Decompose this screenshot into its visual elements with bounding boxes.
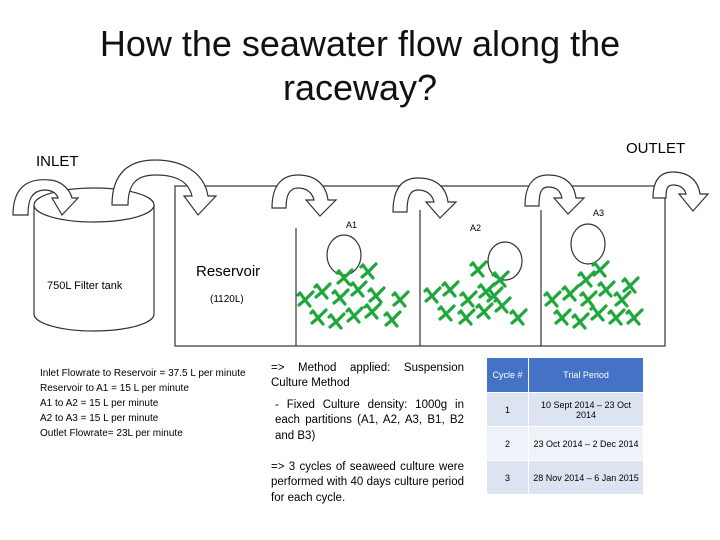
seaweed-icon bbox=[309, 308, 328, 326]
seaweed-icon bbox=[469, 260, 488, 278]
seaweed-icon bbox=[577, 270, 596, 288]
inlet-arrow-icon bbox=[12, 179, 80, 216]
seaweed-icon bbox=[571, 312, 590, 330]
a2-to-a3-arrow-icon bbox=[524, 174, 586, 215]
seaweed-icon bbox=[359, 262, 378, 280]
outlet-label: OUTLET bbox=[626, 140, 686, 157]
flowrate-item: A1 to A2 = 15 L per minute bbox=[40, 398, 159, 409]
seaweed-icon bbox=[335, 268, 354, 286]
method-line: => Method applied: Suspension Culture Me… bbox=[271, 362, 464, 390]
table-cell: 28 Nov 2014 – 6 Jan 2015 bbox=[528, 460, 644, 495]
table-row: 2 23 Oct 2014 – 2 Dec 2014 bbox=[486, 426, 644, 461]
column-header: Cycle # bbox=[486, 357, 529, 393]
net-a1 bbox=[326, 234, 362, 276]
table-cell: 3 bbox=[486, 460, 529, 495]
net-a3 bbox=[570, 223, 606, 265]
filter-tank bbox=[33, 187, 155, 332]
seaweed-icon bbox=[313, 282, 332, 300]
seaweed-icon bbox=[485, 286, 504, 304]
seaweed-icon bbox=[441, 280, 460, 298]
column-header: Trial Period bbox=[528, 357, 644, 393]
inlet-label: INLET bbox=[36, 153, 79, 170]
net-a2 bbox=[487, 241, 523, 281]
a1-to-a2-arrow-icon bbox=[392, 177, 458, 219]
seaweed-icon bbox=[457, 308, 476, 326]
seaweed-icon bbox=[579, 290, 598, 308]
page-title: How the seawater flow along the raceway? bbox=[99, 23, 621, 108]
culture-nets bbox=[326, 223, 606, 281]
flowrate-list: Inlet Flowrate to Reservoir = 37.5 L per… bbox=[40, 366, 246, 441]
seaweed-icon bbox=[391, 290, 410, 308]
seaweed-icon bbox=[475, 302, 494, 320]
seaweed-icon bbox=[553, 308, 572, 326]
seaweed-icon bbox=[509, 308, 528, 326]
seaweed-group bbox=[296, 260, 644, 330]
reservoir-capacity: (1120L) bbox=[210, 294, 244, 305]
table-row: 1 10 Sept 2014 – 23 Oct 2014 bbox=[486, 392, 644, 427]
table-cell: 1 bbox=[486, 392, 529, 427]
seaweed-icon bbox=[613, 290, 632, 308]
table-row: 3 28 Nov 2014 – 6 Jan 2015 bbox=[486, 460, 644, 495]
seaweed-icon bbox=[561, 284, 580, 302]
flowrate-item: Reservoir to A1 = 15 L per minute bbox=[40, 383, 189, 394]
seaweed-icon bbox=[296, 290, 315, 308]
seaweed-icon bbox=[625, 308, 644, 326]
table-cell: 2 bbox=[486, 426, 529, 461]
seaweed-icon bbox=[437, 304, 456, 322]
seaweed-icon bbox=[459, 290, 478, 308]
method-line: => 3 cycles of seaweed culture were perf… bbox=[271, 461, 464, 504]
seaweed-icon bbox=[491, 270, 510, 288]
seaweed-icon bbox=[349, 280, 368, 298]
seaweed-icon bbox=[363, 302, 382, 320]
seaweed-icon bbox=[383, 310, 402, 328]
seaweed-icon bbox=[621, 276, 640, 294]
partition-a2-label: A2 bbox=[470, 223, 482, 233]
seaweed-icon bbox=[367, 286, 386, 304]
seaweed-icon bbox=[589, 304, 608, 322]
tank-to-reservoir-arrow-icon bbox=[111, 159, 218, 216]
partition-a3-label: A3 bbox=[593, 208, 605, 218]
trial-period-table: Cycle # Trial Period 1 10 Sept 2014 – 23… bbox=[486, 357, 644, 495]
flowrate-item: Outlet Flowrate= 23L per minute bbox=[40, 428, 183, 439]
seaweed-icon bbox=[597, 280, 616, 298]
method-line: - Fixed Culture density: 1000g in each p… bbox=[275, 398, 464, 442]
seaweed-icon bbox=[345, 306, 364, 324]
outlet-arrow-icon bbox=[652, 171, 710, 212]
seaweed-icon bbox=[543, 290, 562, 308]
table-cell: 23 Oct 2014 – 2 Dec 2014 bbox=[528, 426, 644, 461]
filter-tank-label: 750L Filter tank bbox=[47, 280, 123, 292]
flowrate-item: Inlet Flowrate to Reservoir = 37.5 L per… bbox=[40, 368, 246, 379]
flowrate-item: A2 to A3 = 15 L per minute bbox=[40, 413, 159, 424]
seaweed-icon bbox=[607, 308, 626, 326]
seaweed-icon bbox=[423, 286, 442, 304]
seaweed-icon bbox=[327, 312, 346, 330]
seaweed-icon bbox=[591, 260, 610, 278]
reservoir-to-a1-arrow-icon bbox=[271, 174, 338, 217]
flow-arrows bbox=[12, 159, 710, 219]
seaweed-icon bbox=[331, 288, 350, 306]
method-notes: => Method applied: Suspension Culture Me… bbox=[271, 361, 464, 504]
reservoir-label: Reservoir bbox=[196, 263, 261, 280]
table-header-row: Cycle # Trial Period bbox=[486, 357, 644, 393]
partition-a1-label: A1 bbox=[346, 220, 358, 230]
table-cell: 10 Sept 2014 – 23 Oct 2014 bbox=[528, 392, 644, 427]
